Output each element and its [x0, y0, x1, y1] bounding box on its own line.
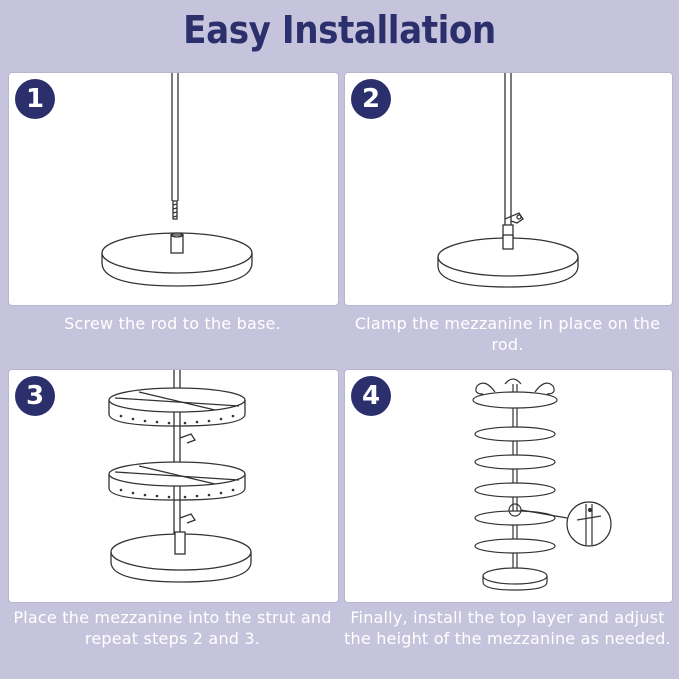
step-4-panel: 4	[344, 369, 673, 603]
step-3-illustration	[108, 370, 252, 583]
step-4-illustration	[472, 378, 612, 591]
step-1-panel: 1	[8, 72, 339, 306]
step-2-panel: 2	[344, 72, 673, 306]
step-3-caption: Place the mezzanine into the strut and r…	[13, 608, 332, 648]
step-1-badge: 1	[15, 79, 55, 119]
step-2-illustration	[437, 73, 579, 288]
step-4-caption: Finally, install the top layer and adjus…	[344, 608, 671, 648]
step-1-illustration	[101, 73, 253, 287]
step-2-caption: Clamp the mezzanine in place on the rod.	[354, 314, 661, 354]
step-3-panel: 3	[8, 369, 339, 603]
step-4-badge: 4	[351, 376, 391, 416]
page-title: Easy Installation	[183, 8, 496, 52]
step-2-badge: 2	[351, 79, 391, 119]
step-1-caption: Screw the rod to the base.	[64, 314, 281, 333]
step-3-badge: 3	[15, 376, 55, 416]
